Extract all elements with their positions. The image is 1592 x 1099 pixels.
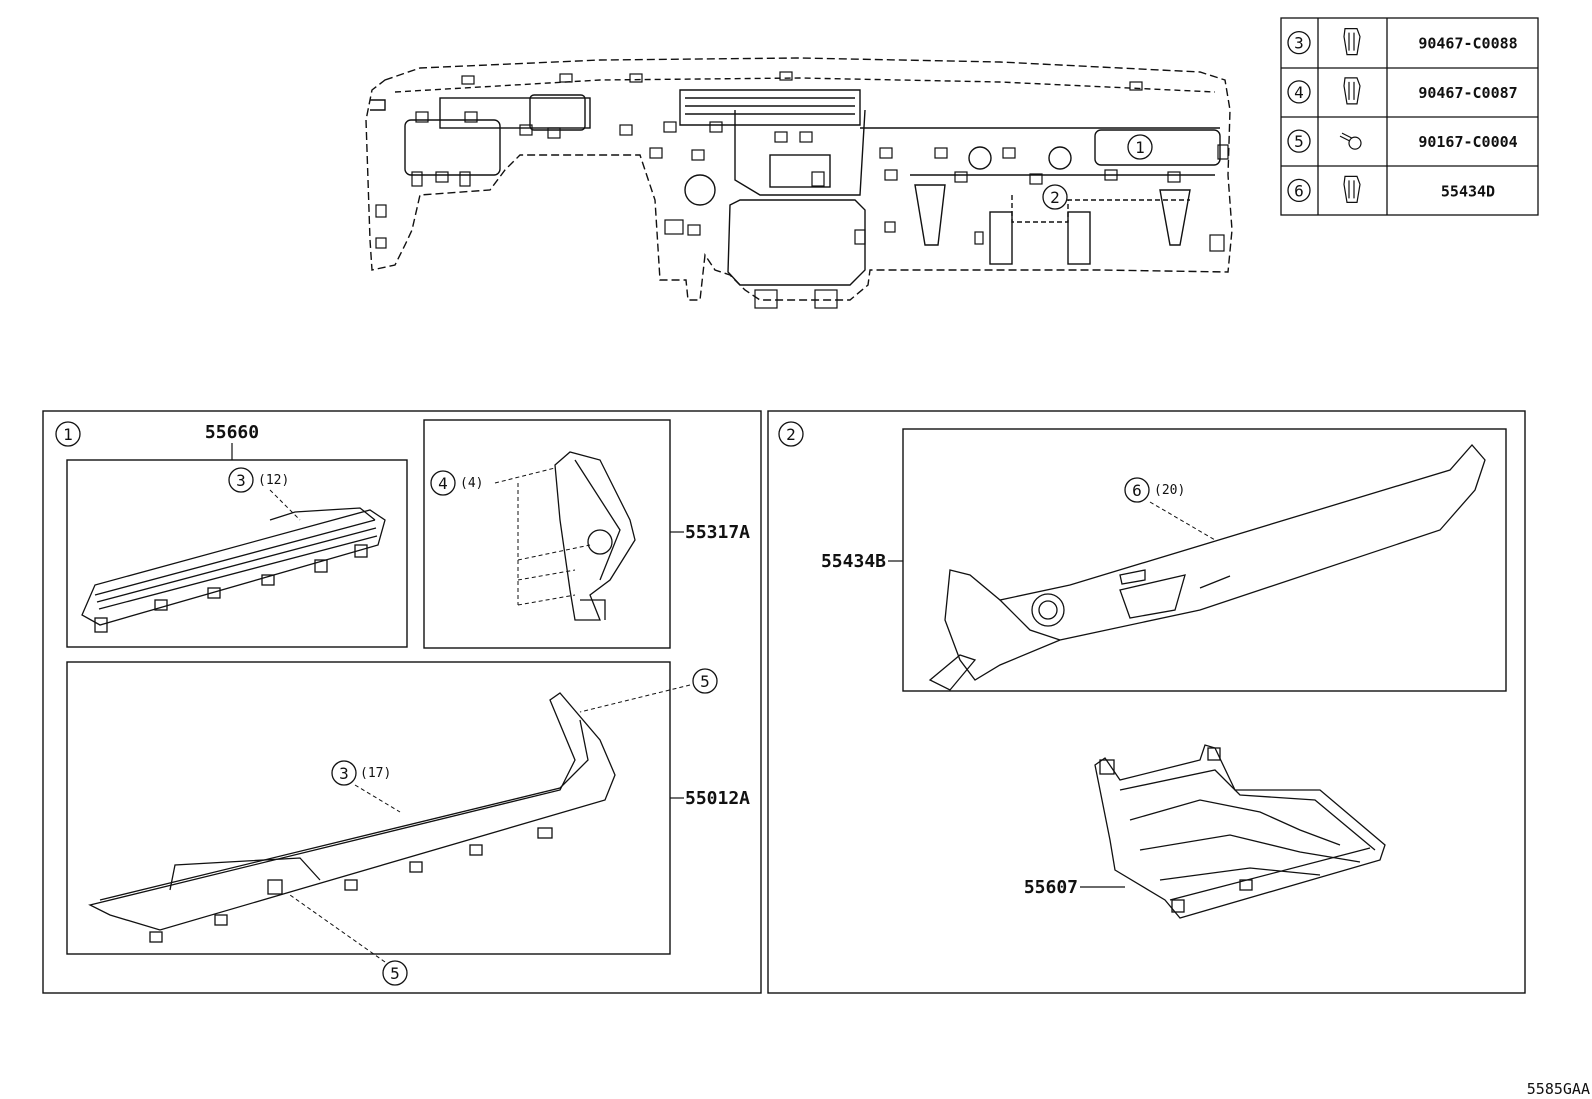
part-number-55317A: 55317A bbox=[685, 522, 750, 543]
panel-2-id: 2 bbox=[778, 421, 804, 447]
callout-1-label: 1 bbox=[1135, 138, 1145, 157]
part-number-55012A: 55012A bbox=[685, 788, 750, 809]
svg-text:6: 6 bbox=[1132, 481, 1142, 500]
cover-55607-drawing bbox=[1094, 744, 1386, 919]
svg-text:3: 3 bbox=[339, 764, 349, 783]
legend-ref-circle bbox=[1287, 129, 1311, 153]
legend-part-number: 90167-C0004 bbox=[1418, 133, 1517, 151]
ref-5-top: 5 bbox=[579, 668, 718, 713]
panel-2 bbox=[767, 410, 1526, 994]
legend-ref-label: 3 bbox=[1294, 34, 1304, 53]
panel-55434B-drawing bbox=[928, 444, 1486, 691]
ref-3-qty-17: 3 (17) bbox=[331, 760, 401, 813]
svg-text:(17): (17) bbox=[360, 766, 391, 781]
legend-row-6[interactable]: 6 55434D bbox=[1287, 175, 1495, 203]
svg-text:(4): (4) bbox=[460, 476, 483, 491]
ref-5-bottom: 5 bbox=[289, 894, 408, 986]
part-number-55660: 55660 bbox=[205, 422, 259, 443]
svg-text:(12): (12) bbox=[258, 473, 289, 488]
vent-55660-drawing bbox=[81, 507, 386, 633]
panel-1 bbox=[42, 410, 762, 994]
legend-row-3[interactable]: 3 90467-C0088 bbox=[1287, 28, 1518, 56]
panel-1-id: 1 bbox=[55, 421, 81, 447]
svg-text:2: 2 bbox=[786, 425, 796, 444]
dashboard-overview bbox=[365, 57, 1233, 309]
svg-text:4: 4 bbox=[438, 474, 448, 493]
panel-55012A-drawing bbox=[88, 692, 616, 943]
bracket-55317A-drawing bbox=[554, 451, 636, 621]
clip-icon bbox=[1343, 175, 1361, 203]
ref-3-qty-12: 3 (12) bbox=[228, 467, 301, 521]
diagram-code: 5585GAA bbox=[1527, 1080, 1590, 1098]
legend-ref-label: 4 bbox=[1294, 83, 1304, 102]
part-number-55607: 55607 bbox=[1024, 877, 1078, 898]
legend-row-4[interactable]: 4 90467-C0087 bbox=[1287, 77, 1518, 105]
part-number-55434B: 55434B bbox=[821, 551, 886, 572]
legend-part-number: 90467-C0088 bbox=[1418, 35, 1517, 53]
svg-text:1: 1 bbox=[63, 425, 73, 444]
legend-table bbox=[1280, 17, 1539, 216]
legend-ref-label: 5 bbox=[1294, 132, 1304, 151]
legend-row-5[interactable]: 5 90167-C0004 bbox=[1287, 129, 1518, 153]
legend-rows: 3 90467-C0088 4 90467-C0087 5 90167-C0004 6 554… bbox=[1287, 28, 1518, 203]
overview-callout-1[interactable]: 1 bbox=[1127, 134, 1153, 160]
legend-ref-circle bbox=[1287, 178, 1311, 203]
legend-ref-circle bbox=[1287, 80, 1311, 104]
svg-text:(20): (20) bbox=[1154, 483, 1185, 498]
legend-ref-label: 6 bbox=[1294, 181, 1304, 200]
overview-callout-2[interactable]: 2 bbox=[1042, 184, 1068, 210]
svg-text:5: 5 bbox=[390, 964, 400, 983]
ref-6-qty-20: 6 (20) bbox=[1124, 477, 1216, 541]
svg-text:5: 5 bbox=[700, 672, 710, 691]
callout-2-label: 2 bbox=[1050, 188, 1060, 207]
legend-part-number: 55434D bbox=[1441, 182, 1495, 200]
ref-4-qty-4: 4 (4) bbox=[430, 467, 591, 606]
screw-icon bbox=[1339, 132, 1362, 150]
clip-icon bbox=[1343, 28, 1361, 56]
clip-icon bbox=[1343, 77, 1361, 105]
legend-ref-circle bbox=[1287, 30, 1311, 55]
svg-text:3: 3 bbox=[236, 471, 246, 490]
legend-part-number: 90467-C0087 bbox=[1418, 84, 1517, 102]
